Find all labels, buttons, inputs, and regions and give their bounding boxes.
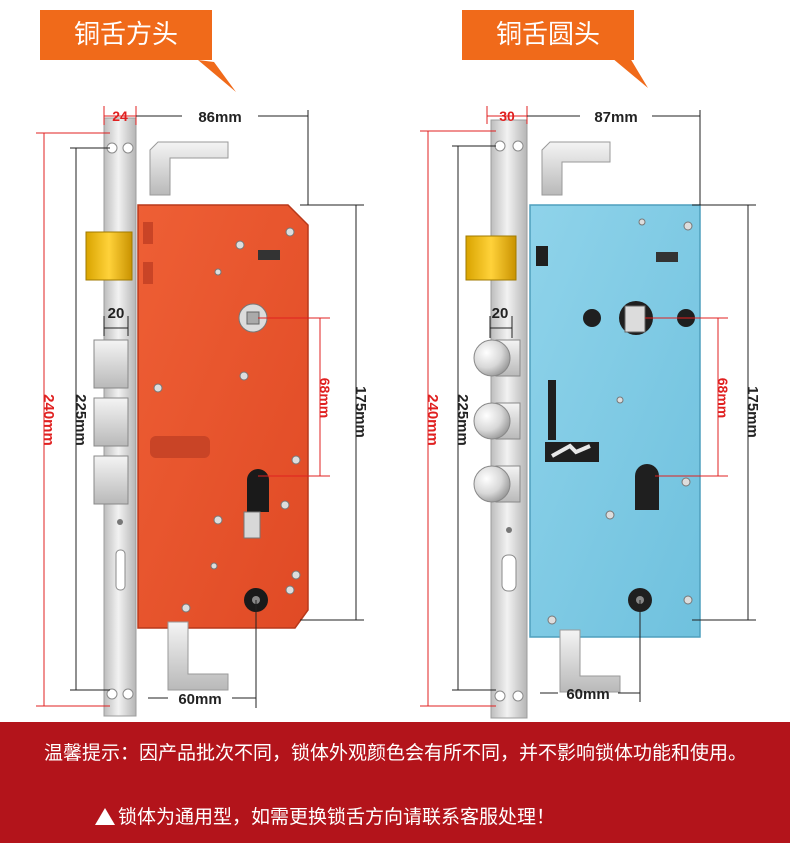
left-total-height-label: 240mm <box>40 394 57 446</box>
left-bolt-width-label: 20 <box>108 305 125 322</box>
right-tag-pointer <box>612 58 648 88</box>
product-image: 24 86mm 240mm 225mm 20 68mm 175mm 60mm 3… <box>36 10 761 719</box>
right-bolt-width-label: 20 <box>492 305 509 322</box>
notice-text: 温馨提示：因产品批次不同，锁体外观颜色会有所不同，并不影响锁体功能和使用。 <box>44 742 748 764</box>
service-note: 锁体为通用型，如需更换锁舌方向请联系客服处理！ <box>118 806 556 828</box>
right-body-depth-label: 87mm <box>594 109 637 126</box>
left-title-tag: 铜舌方头 <box>40 10 212 60</box>
right-dimensions <box>420 106 728 707</box>
left-fix-height-label: 225mm <box>72 394 89 446</box>
lock-illustration: 24 86mm 240mm 225mm 20 68mm 175mm 60mm 3… <box>36 58 761 719</box>
left-body-depth-label: 86mm <box>198 109 241 126</box>
warning-triangle-icon <box>95 808 115 825</box>
right-faceplate-width-label: 30 <box>499 108 515 124</box>
notice-banner: 温馨提示：因产品批次不同，锁体外观颜色会有所不同，并不影响锁体功能和使用。 锁体… <box>0 722 790 843</box>
right-handle-cyl-label: 68mm <box>715 378 731 418</box>
left-faceplate-width-label: 24 <box>112 108 128 124</box>
left-tag-pointer <box>198 60 236 92</box>
right-body-height-label: 175mm <box>744 386 761 438</box>
left-body-height-label: 175mm <box>352 386 369 438</box>
right-fix-height-label: 225mm <box>454 394 471 446</box>
left-backset-label: 60mm <box>178 691 221 708</box>
left-lock <box>85 117 309 717</box>
right-title-tag: 铜舌圆头 <box>462 10 634 60</box>
right-total-height-label: 240mm <box>424 394 441 446</box>
right-lock <box>465 119 701 719</box>
right-backset-label: 60mm <box>566 686 609 703</box>
left-handle-cyl-label: 68mm <box>317 378 333 418</box>
